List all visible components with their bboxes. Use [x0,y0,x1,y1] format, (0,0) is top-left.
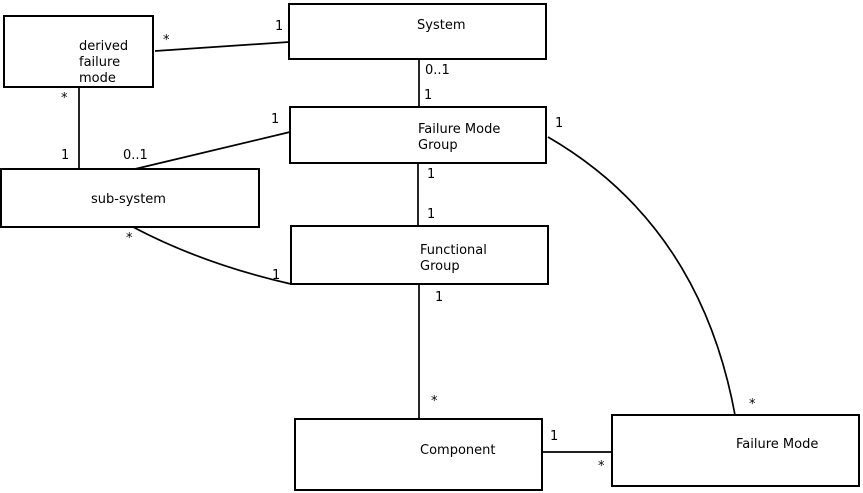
multiplicity-sub-system-end: 1 [61,148,70,163]
node-label-sub-system: sub-system [91,192,166,207]
multiplicity-system-end: 1 [275,19,284,34]
multiplicity-functional-group-end-3: 1 [435,290,444,305]
node-system: System [288,3,547,60]
node-label-system: System [417,18,466,33]
multiplicity-sub-system-end-3: * [126,231,133,246]
node-label-functional-group: Functional Group [420,243,487,274]
multiplicity-derived-failure-mode-end-2: * [61,91,68,106]
multiplicity-failure-mode-end-2: * [749,397,756,412]
node-functional-group: Functional Group [290,225,549,285]
node-label-failure-mode-group: Failure Mode Group [418,122,501,153]
edge-sub-system--failure-mode-group [134,131,291,170]
edge-failure-mode-group--failure-mode [547,136,736,416]
edge-sub-system--functional-group [132,226,292,285]
multiplicity-failure-mode-group-end-3: 1 [427,167,436,182]
node-sub-system: sub-system [0,168,260,228]
multiplicity-system-end-2: 0..1 [425,63,450,78]
multiplicity-failure-mode-group-end-4: 1 [555,116,564,131]
node-label-derived-failure-mode: derived failure mode [79,39,129,86]
multiplicity-failure-mode-group-end-2: 1 [271,112,280,127]
edge-derived-failure-mode--system [154,41,290,52]
multiplicity-component-end: * [431,394,438,409]
node-component: Component [294,418,543,491]
multiplicity-component-end-2: 1 [550,429,559,444]
multiplicity-functional-group-end: 1 [427,207,436,222]
multiplicity-functional-group-end-2: 1 [272,268,281,283]
node-label-failure-mode: Failure Mode [736,437,819,452]
node-failure-mode: Failure Mode [611,414,860,487]
multiplicity-failure-mode-group-end: 1 [424,88,433,103]
node-derived-failure-mode: derived failure mode [3,15,154,88]
node-label-component: Component [420,443,496,458]
multiplicity-sub-system-end-2: 0..1 [123,148,148,163]
node-failure-mode-group: Failure Mode Group [289,106,547,164]
multiplicity-failure-mode-end: * [598,459,605,474]
multiplicity-derived-failure-mode-end: * [163,33,170,48]
